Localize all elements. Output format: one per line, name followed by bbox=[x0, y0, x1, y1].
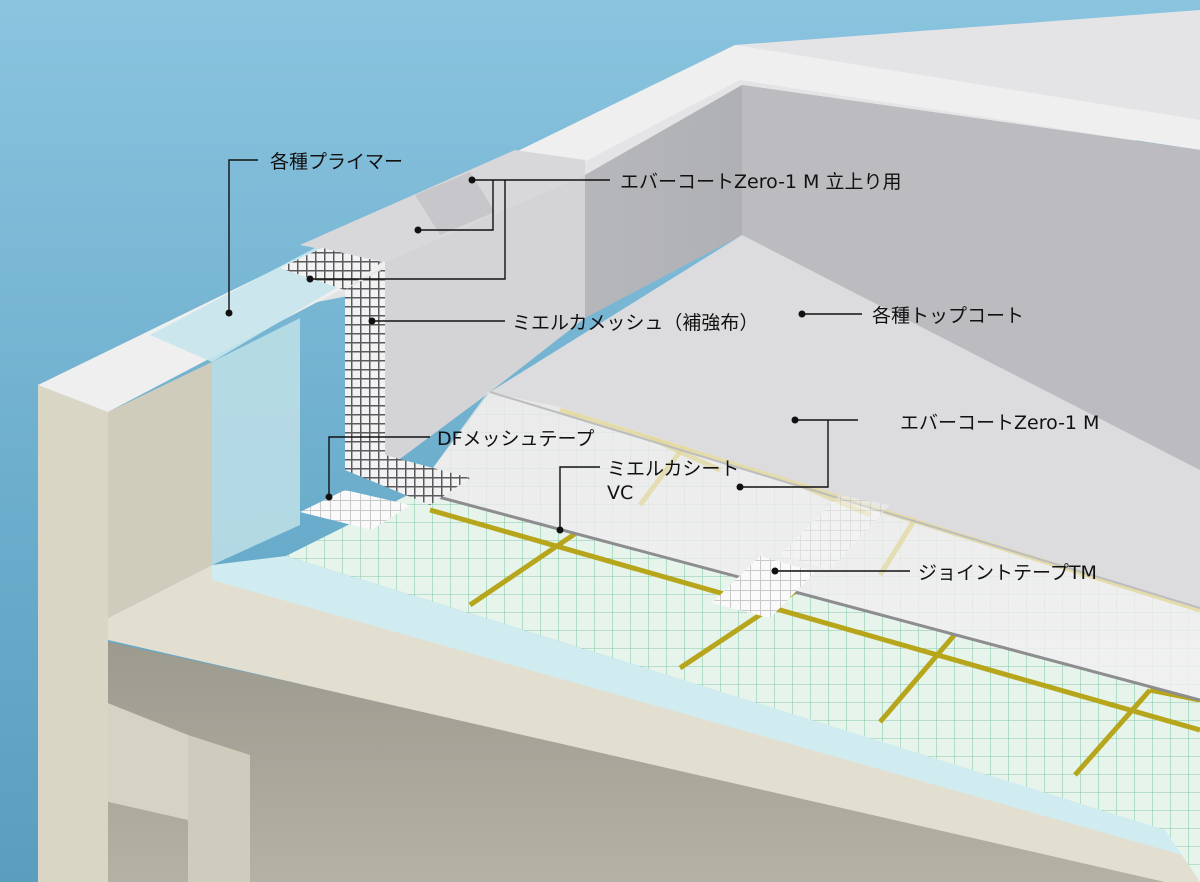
label-sheet-line2: VC bbox=[607, 482, 633, 504]
label-sheet-line1: ミエルカシート bbox=[607, 458, 739, 480]
reinforce-mesh-vertical bbox=[345, 268, 385, 470]
parapet-cap-top bbox=[38, 45, 1200, 412]
parapet-side-face bbox=[108, 362, 212, 618]
reinforce-mesh-foot bbox=[345, 455, 470, 505]
label-joint-tape: ジョイントテープTM bbox=[918, 562, 1097, 584]
back-wall-right bbox=[742, 85, 1200, 470]
callout-topcoat: 各種トップコート bbox=[798, 305, 1024, 327]
coat-cap-bevel bbox=[415, 172, 495, 235]
floor-topcoat bbox=[490, 235, 1200, 608]
callout-mesh-reinforce: ミエルカメッシュ（補強布） bbox=[368, 312, 758, 334]
joint-tape-faint bbox=[780, 495, 890, 570]
left-inner-wall bbox=[385, 175, 585, 470]
label-evercoat-wall: エバーコートZero-1 M 立上り用 bbox=[620, 171, 902, 193]
parapet-front-face bbox=[38, 385, 108, 882]
callout-df-mesh-tape: DFメッシュテープ bbox=[325, 428, 594, 501]
label-df-mesh-tape: DFメッシュテープ bbox=[437, 428, 594, 450]
slab-lower-face bbox=[100, 700, 188, 820]
callout-primer: 各種プライマー bbox=[225, 151, 403, 317]
callout-joint-tape: ジョイントテープTM bbox=[771, 562, 1097, 584]
callout-evercoat-wall: エバーコートZero-1 M 立上り用 bbox=[306, 171, 902, 283]
beam-front bbox=[188, 735, 250, 882]
label-evercoat-floor: エバーコートZero-1 M bbox=[900, 412, 1099, 434]
label-topcoat: 各種トップコート bbox=[872, 305, 1024, 327]
label-mesh-reinforce: ミエルカメッシュ（補強布） bbox=[512, 312, 758, 334]
callout-evercoat-floor: エバーコートZero-1 M bbox=[736, 412, 1099, 491]
sheet-wall-edge bbox=[415, 489, 1200, 702]
callout-mielka-sheet: ミエルカシート VC bbox=[556, 458, 739, 534]
primer-inner-face bbox=[212, 318, 300, 565]
slab-top-band bbox=[212, 556, 1200, 860]
slab-edge bbox=[108, 565, 1200, 882]
label-primer: 各種プライマー bbox=[270, 151, 403, 173]
